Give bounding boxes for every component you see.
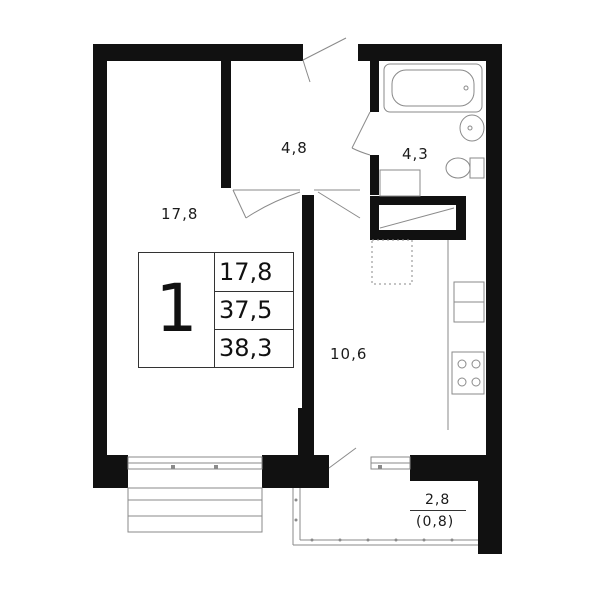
living-balcony-step bbox=[127, 487, 263, 501]
wall-bottom-middle bbox=[262, 455, 329, 488]
kitchen-door-leaf bbox=[317, 191, 361, 219]
bath-sink bbox=[459, 114, 485, 142]
window-mark bbox=[214, 465, 218, 469]
total-area-with-balcony-value: 38,3 bbox=[219, 334, 273, 362]
fixtures bbox=[127, 37, 485, 546]
bathtub bbox=[383, 63, 483, 113]
wall-bottom-left bbox=[93, 455, 128, 488]
summary-divider bbox=[214, 253, 215, 367]
kitchen-area: 10,6 bbox=[330, 345, 368, 363]
living-door-arc bbox=[245, 191, 301, 219]
kitchen-cabinet bbox=[371, 239, 413, 285]
balcony-post bbox=[422, 538, 426, 542]
living-door-leaf bbox=[232, 189, 247, 219]
living-area-value: 17,8 bbox=[219, 258, 273, 286]
balcony-area: 2,8 bbox=[425, 492, 451, 508]
toilet-bowl bbox=[445, 157, 471, 179]
balcony-post bbox=[394, 538, 398, 542]
bath-sink-drain bbox=[467, 125, 473, 131]
window-marks bbox=[171, 465, 454, 542]
washer bbox=[379, 169, 421, 197]
summary-divider bbox=[214, 329, 294, 330]
bathtub-drain bbox=[463, 85, 469, 91]
burner-4 bbox=[471, 377, 481, 387]
bath-door-leaf bbox=[351, 111, 371, 149]
hallway-area: 4,8 bbox=[281, 139, 308, 157]
balcony-post bbox=[294, 498, 298, 502]
stove bbox=[451, 351, 485, 395]
entry-door-arc bbox=[302, 59, 311, 83]
wall-shaft-right bbox=[456, 196, 466, 240]
wall-right bbox=[486, 44, 502, 459]
wall-top-right bbox=[358, 44, 502, 61]
rooms-count: 1 bbox=[155, 270, 198, 347]
balcony-door-leaf bbox=[328, 447, 357, 469]
bathroom-area: 4,3 bbox=[402, 145, 429, 163]
wall-bath-bottom bbox=[370, 196, 466, 205]
wall-hall-left bbox=[221, 60, 231, 188]
window-mark bbox=[378, 465, 382, 469]
summary-divider bbox=[214, 291, 294, 292]
balcony-post bbox=[294, 518, 298, 522]
window-mark bbox=[171, 465, 175, 469]
balcony-area-divider bbox=[410, 510, 466, 511]
apartment-summary-box: 1 17,8 37,5 38,3 bbox=[138, 252, 294, 368]
walls bbox=[93, 44, 502, 554]
toilet-tank bbox=[469, 157, 485, 179]
wall-top-left bbox=[93, 44, 303, 61]
balcony-area-reduced: (0,8) bbox=[416, 514, 455, 530]
wall-kitchen-left bbox=[302, 195, 314, 465]
wall-bath-left-lower bbox=[370, 155, 379, 195]
wall-shaft-bottom bbox=[370, 230, 466, 240]
balcony-post bbox=[338, 538, 342, 542]
wall-balcony-right bbox=[478, 472, 502, 554]
wall-shaft-left bbox=[370, 196, 379, 240]
balcony-post bbox=[310, 538, 314, 542]
living-room-area: 17,8 bbox=[161, 205, 199, 223]
burner-3 bbox=[457, 377, 467, 387]
burner-1 bbox=[457, 359, 467, 369]
wall-kitchen-left-bottom bbox=[298, 408, 314, 468]
bath-door-arc bbox=[351, 147, 371, 156]
balcony-post bbox=[450, 538, 454, 542]
total-area-value: 37,5 bbox=[219, 296, 273, 324]
wall-bath-left bbox=[370, 60, 379, 112]
burner-2 bbox=[471, 359, 481, 369]
balcony-post bbox=[366, 538, 370, 542]
shaft-line bbox=[379, 207, 455, 229]
bathtub-inner bbox=[391, 69, 475, 107]
entry-door-leaf bbox=[302, 37, 347, 61]
wall-left bbox=[93, 44, 107, 488]
